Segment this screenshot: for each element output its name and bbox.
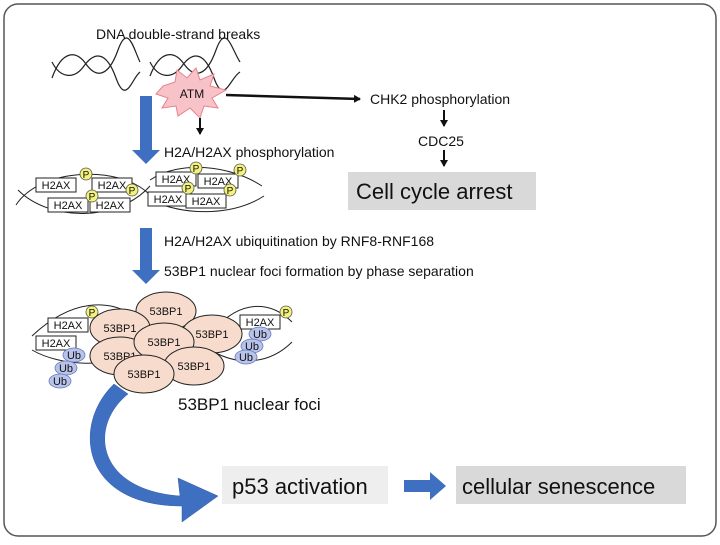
h2ax-tag: H2AX: [162, 174, 191, 186]
phospho-mark: P: [89, 192, 96, 203]
h2ax-tag: H2AX: [98, 180, 127, 192]
dna-strands-icon: [51, 37, 241, 91]
phospho-mark: P: [89, 308, 96, 319]
cell-cycle-arrest-label: Cell cycle arrest: [356, 179, 512, 204]
h2ax-tag: H2AX: [246, 317, 275, 329]
cell-cycle-arrest-box: [348, 172, 536, 210]
h2ax-tag: H2AX: [54, 320, 83, 332]
chk2-label: CHK2 phosphorylation: [370, 91, 510, 107]
bp1-mark: 53BP1: [127, 369, 160, 381]
cellular-senescence-box: [456, 466, 686, 504]
dsb-label: DNA double-strand breaks: [96, 26, 260, 42]
ubiquitination-label: H2A/H2AX ubiquitination by RNF8-RNF168: [164, 233, 434, 249]
bp1-mark: 53BP1: [149, 306, 182, 318]
ub-mark: Ub: [59, 363, 73, 375]
phospho-mark: P: [193, 164, 200, 175]
phospho-mark: P: [283, 308, 290, 319]
foci-label: 53BP1 nuclear foci: [178, 395, 321, 414]
p53-activation-box: [222, 466, 388, 504]
cellular-senescence-label: cellular senescence: [462, 474, 655, 499]
bp1-mark: 53BP1: [103, 323, 136, 335]
phase-separation-label: 53BP1 nuclear foci formation by phase se…: [164, 263, 474, 279]
atm-label: ATM: [180, 87, 204, 101]
phospho-mark: P: [83, 170, 90, 181]
h2ax-tag: H2AX: [204, 176, 233, 188]
cdc25-label: CDC25: [418, 133, 464, 149]
phospho-mark: P: [129, 186, 136, 197]
ub-mark: Ub: [53, 376, 67, 388]
phospho-mark: P: [227, 186, 234, 197]
atm-to-chk2-arrow: [225, 93, 361, 103]
bp1-mark: 53BP1: [147, 337, 180, 349]
foci-complex: H2AX H2AX H2AX P P Ub Ub Ub Ub Ub Ub 53B…: [31, 291, 293, 394]
h2ax-tag: H2AX: [42, 338, 71, 350]
h2ax-cluster-right: H2AX H2AX H2AX H2AX P P P P: [147, 161, 265, 213]
diagram-frame: [3, 3, 717, 537]
ub-mark: Ub: [67, 350, 81, 362]
phospho-mark: P: [237, 166, 244, 177]
h2ax-tag: H2AX: [154, 194, 183, 206]
bp1-mark: 53BP1: [195, 329, 228, 341]
p53-activation-label: p53 activation: [232, 474, 368, 499]
atm-starburst-icon: [155, 67, 228, 119]
blue-down-arrow-2: [132, 228, 160, 284]
h2ax-cluster-left: H2AX H2AX H2AX H2AX P P P: [15, 167, 151, 214]
h2ax-phosphorylation-label: H2A/H2AX phosphorylation: [164, 144, 334, 160]
h2ax-tag: H2AX: [192, 196, 221, 208]
ub-mark: Ub: [253, 329, 267, 341]
p53-to-senescence-arrow: [404, 472, 446, 500]
h2ax-tag: H2AX: [42, 180, 71, 192]
h2ax-tag: H2AX: [96, 200, 125, 212]
curved-blue-arrow: [89, 383, 219, 523]
blue-down-arrow-1: [132, 96, 160, 164]
h2ax-tag: H2AX: [54, 200, 83, 212]
bp1-mark: 53BP1: [177, 361, 210, 373]
ub-mark: Ub: [239, 352, 253, 364]
phospho-mark: P: [185, 184, 192, 195]
